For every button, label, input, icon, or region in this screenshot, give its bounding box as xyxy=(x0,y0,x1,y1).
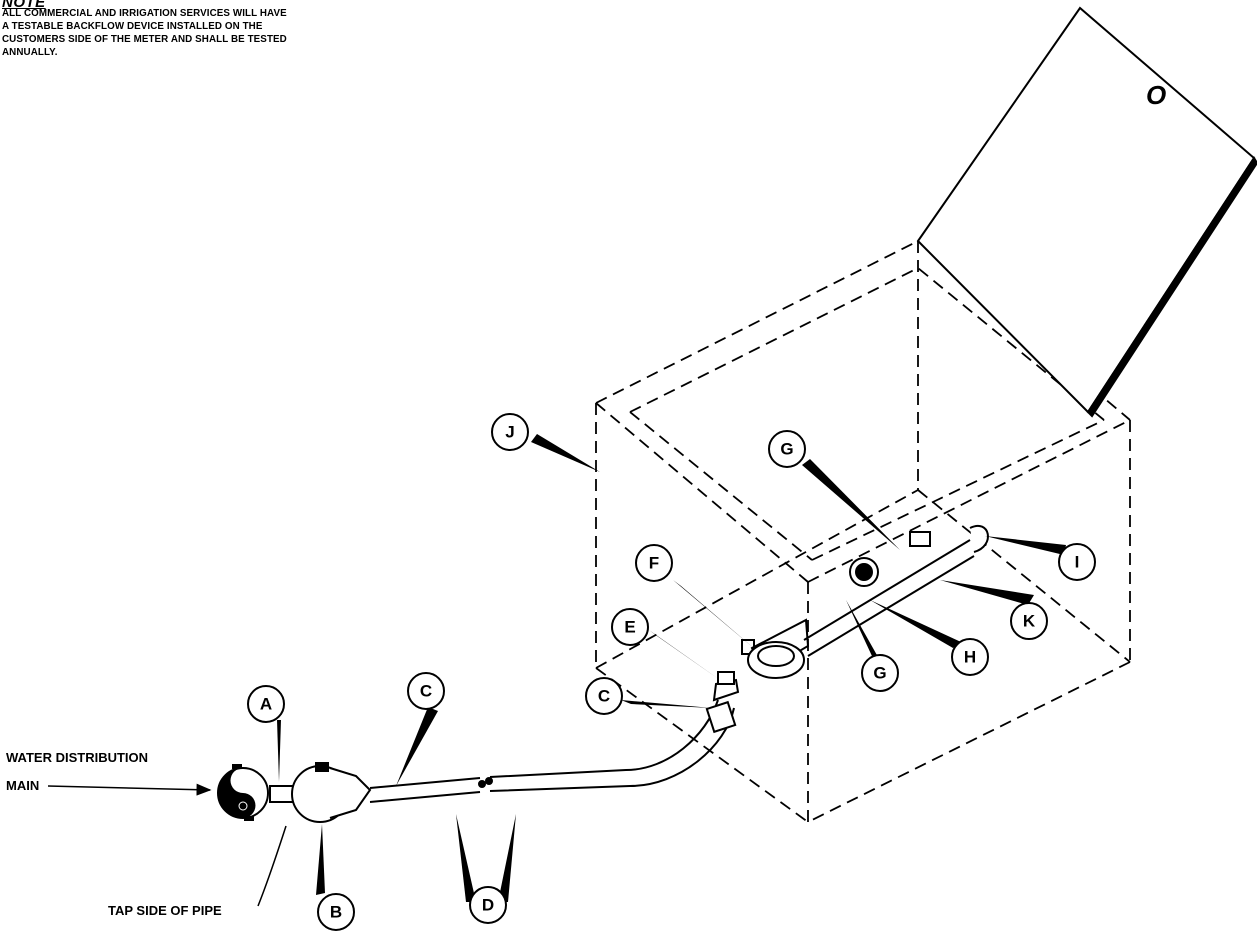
water-main-arrow xyxy=(47,783,212,796)
callout-c1-label: C xyxy=(420,682,432,701)
callout-a-label: A xyxy=(260,695,272,714)
callout-i xyxy=(1058,543,1096,581)
lid-mark: O xyxy=(1146,80,1166,110)
callout-a xyxy=(247,685,285,723)
callout-g1 xyxy=(768,430,806,468)
callout-g1-label: G xyxy=(780,440,793,459)
note-line: A TESTABLE BACKFLOW DEVICE INSTALLED ON … xyxy=(2,21,263,32)
tap-side-label: TAP SIDE OF PIPE xyxy=(108,903,222,918)
callout-g2 xyxy=(861,654,899,692)
callout-leaders xyxy=(277,434,1066,902)
meter-box xyxy=(595,239,1131,823)
callout-b-label: B xyxy=(330,903,342,922)
tap-side-leader xyxy=(257,825,287,907)
meter-box-lid xyxy=(916,6,1257,418)
callout-c2-label: C xyxy=(598,687,610,706)
callout-f-label: F xyxy=(649,554,659,573)
callout-e-label: E xyxy=(624,618,635,637)
callout-h-label: H xyxy=(964,648,976,667)
callout-f xyxy=(635,544,673,582)
callout-e xyxy=(611,608,649,646)
note-line: ALL COMMERCIAL AND IRRIGATION SERVICES W… xyxy=(2,8,287,19)
callout-c2 xyxy=(585,677,623,715)
note-line: CUSTOMERS SIDE OF THE METER AND SHALL BE… xyxy=(2,34,287,45)
note-title: NOTE xyxy=(2,0,46,11)
callout-k-label: K xyxy=(1023,612,1036,631)
water-main-label-line1: WATER DISTRIBUTION xyxy=(6,750,149,765)
callout-d-label: D xyxy=(482,896,494,915)
water-main-label-line2: MAIN xyxy=(6,778,40,793)
callout-g2-label: G xyxy=(873,664,886,683)
callouts xyxy=(247,413,1096,931)
corporation-stop xyxy=(269,762,372,823)
callout-h xyxy=(951,638,989,676)
water-distribution-main xyxy=(217,764,269,821)
callout-c1 xyxy=(407,672,445,710)
callout-d xyxy=(469,886,507,924)
note-line: ANNUALLY. xyxy=(2,47,58,58)
callout-b xyxy=(317,893,355,931)
callout-j-label: J xyxy=(505,423,514,442)
meter-setter-assembly xyxy=(705,524,989,734)
callout-i-label: I xyxy=(1075,553,1080,572)
callout-k xyxy=(1010,602,1048,640)
callout-j xyxy=(491,413,529,451)
service-line xyxy=(369,699,735,803)
